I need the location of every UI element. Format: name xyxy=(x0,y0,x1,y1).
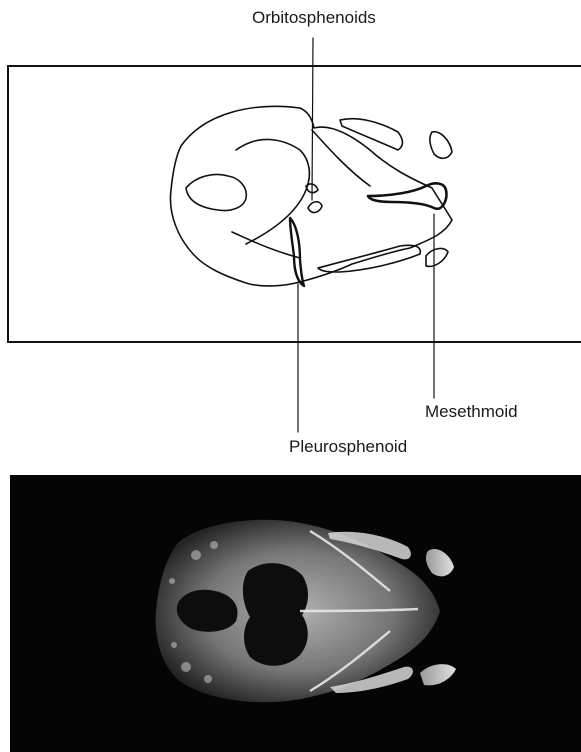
photo-texture-2 xyxy=(210,541,218,549)
upper-plate xyxy=(340,119,403,150)
photo-texture-3 xyxy=(181,662,191,672)
cranium-outline xyxy=(170,106,452,286)
inner-curve-lower xyxy=(232,232,300,258)
photo-texture-1 xyxy=(191,550,201,560)
front-lobe-upper xyxy=(430,132,452,159)
photo-front-lobe-lower xyxy=(420,664,456,685)
photo-texture-5 xyxy=(169,578,175,584)
front-lobe-lower xyxy=(426,249,448,267)
pleurosphenoid-label: Pleurosphenoid xyxy=(289,437,407,457)
photo-front-lobe-upper xyxy=(426,549,454,576)
orbitosphenoids-label: Orbitosphenoids xyxy=(252,8,376,28)
left-lobe xyxy=(186,175,246,211)
mesethmoid-bar xyxy=(368,183,446,208)
mesethmoid-label: Mesethmoid xyxy=(425,402,518,422)
upper-ridge xyxy=(312,130,370,186)
skull-photograph xyxy=(10,475,581,752)
orbitosphenoids-leader xyxy=(312,38,313,200)
photo-orbit-center xyxy=(243,563,308,666)
pleurosphenoid-sliver xyxy=(290,218,304,286)
orbitosphenoid-lower xyxy=(308,202,322,213)
orbit-curve xyxy=(236,139,309,244)
photo-texture-4 xyxy=(204,675,212,683)
photo-texture-6 xyxy=(171,642,177,648)
